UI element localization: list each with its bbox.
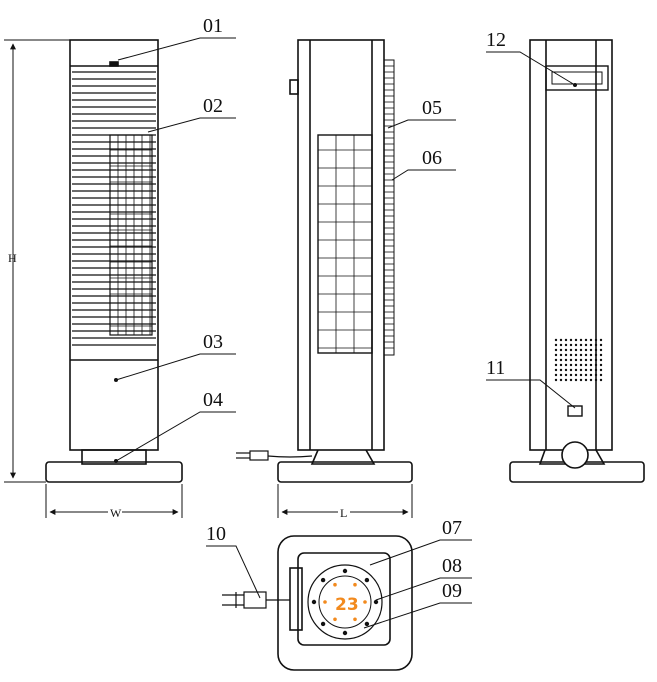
control-buttons xyxy=(311,568,379,636)
length-label-bg xyxy=(338,505,350,519)
height-label: H xyxy=(8,251,17,265)
callout-09: 09 xyxy=(442,580,462,602)
callout-05: 05 xyxy=(422,97,442,119)
back-tower-body xyxy=(529,39,613,451)
side-base-neck xyxy=(310,449,376,465)
callout-01: 01 xyxy=(203,15,223,37)
top-cord-plug xyxy=(243,591,267,609)
control-button-icons xyxy=(323,582,367,622)
callout-12: 12 xyxy=(486,29,506,51)
callout-11: 11 xyxy=(486,357,505,379)
cord-outlet xyxy=(561,441,589,469)
callout-03: 03 xyxy=(203,331,223,353)
power-cord xyxy=(267,455,313,458)
callout-02: 02 xyxy=(203,95,223,117)
top-cord-housing xyxy=(289,567,303,631)
temperature-display: 23 xyxy=(335,595,359,615)
top-base-outline xyxy=(277,535,413,671)
length-label: L xyxy=(340,506,347,520)
side-heating-element xyxy=(317,134,373,354)
top-body xyxy=(297,552,391,646)
power-indicator-icon xyxy=(109,61,119,67)
front-base xyxy=(45,461,183,483)
side-handle xyxy=(289,79,299,95)
cord-plug xyxy=(249,450,269,461)
height-dimension xyxy=(4,39,70,483)
side-tower-body xyxy=(297,39,385,451)
callout-08: 08 xyxy=(442,555,462,577)
width-label-bg xyxy=(108,505,122,519)
callout-04: 04 xyxy=(203,389,223,411)
back-air-vent xyxy=(554,338,603,382)
control-panel-inner xyxy=(318,575,372,629)
top-view xyxy=(222,535,413,671)
carry-handle xyxy=(545,65,609,91)
front-tower-body xyxy=(69,39,159,451)
power-switch xyxy=(567,405,583,417)
callout-10: 10 xyxy=(206,523,226,545)
front-grill xyxy=(72,71,156,346)
callout-07: 07 xyxy=(442,517,462,539)
side-grill xyxy=(383,59,395,356)
front-base-neck xyxy=(81,449,147,465)
side-base xyxy=(277,461,413,483)
callout-06: 06 xyxy=(422,147,442,169)
width-label: W xyxy=(110,506,122,520)
back-view xyxy=(509,39,645,483)
side-view xyxy=(236,39,413,483)
callout-leaders xyxy=(115,37,576,629)
front-view xyxy=(45,39,183,483)
control-panel-ring xyxy=(307,564,383,640)
heating-element xyxy=(109,134,153,336)
